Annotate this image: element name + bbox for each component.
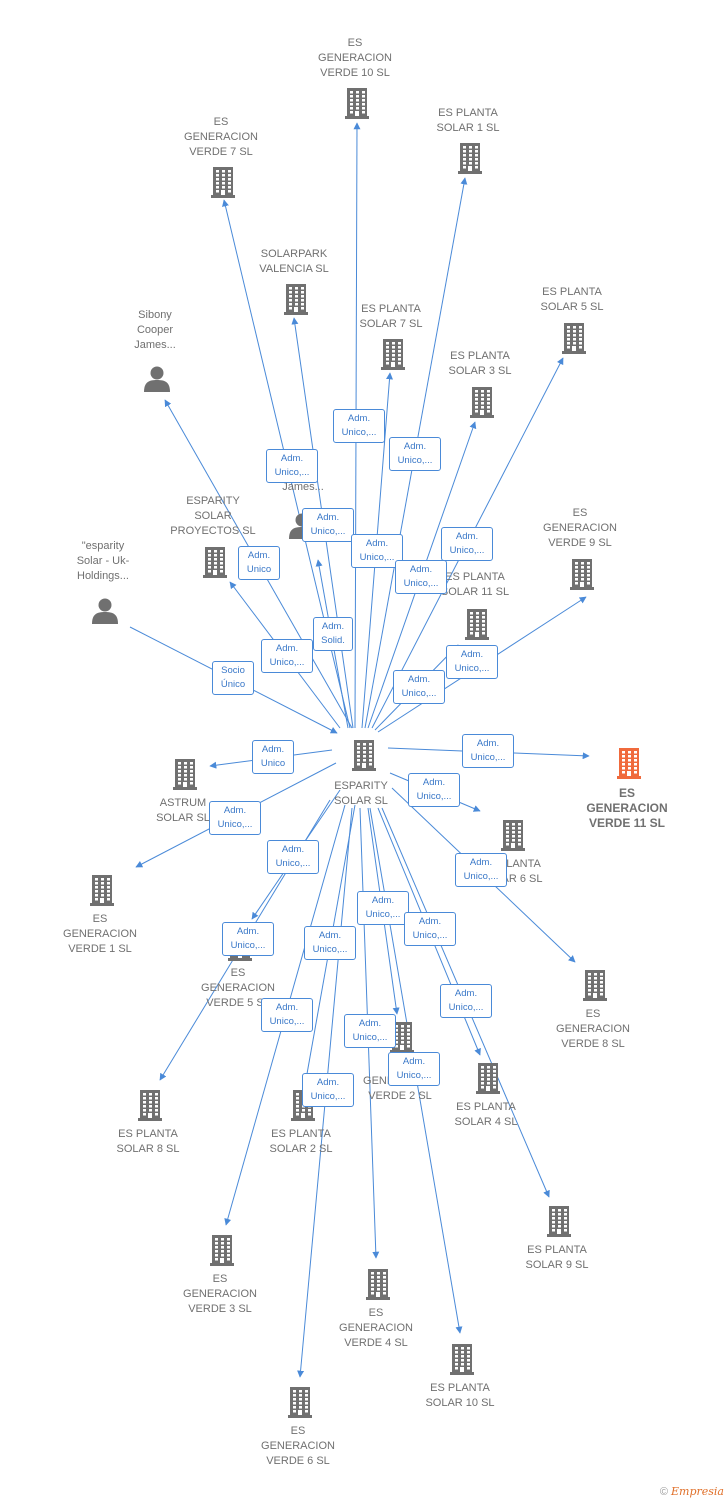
- node-label-spv[interactable]: SOLARPARK VALENCIA SL: [259, 248, 329, 275]
- node-label-ps11[interactable]: ES PLANTA SOLAR 11 SL: [440, 571, 510, 598]
- relation-label-n9[interactable]: Adm. Unico,...: [446, 645, 498, 679]
- relation-label-ps4[interactable]: Adm. Unico,...: [404, 912, 456, 946]
- person-icon[interactable]: [143, 364, 171, 397]
- node-label-ps8[interactable]: ES PLANTA SOLAR 8 SL: [116, 1128, 180, 1155]
- building-icon[interactable]: [89, 873, 115, 912]
- node-label-ps5[interactable]: ES PLANTA SOLAR 5 SL: [540, 286, 604, 313]
- relation-label-ps3[interactable]: Adm. Unico,...: [395, 560, 447, 594]
- relation-label-n8[interactable]: Adm. Unico,...: [455, 853, 507, 887]
- building-icon[interactable]: [469, 385, 495, 424]
- node-label-n1[interactable]: ES GENERACION VERDE 1 SL: [63, 913, 137, 955]
- brand-name: Empresia: [671, 1485, 724, 1498]
- relation-label-sib[interactable]: Adm. Unico,...: [261, 639, 313, 673]
- node-label-n8[interactable]: ES GENERACION VERDE 8 SL: [556, 1008, 630, 1050]
- node-label-ps9[interactable]: ES PLANTA SOLAR 9 SL: [525, 1244, 589, 1271]
- building-icon[interactable]: [389, 1020, 415, 1059]
- node-label-esp[interactable]: ESPARITY SOLAR PROYECTOS SL: [170, 495, 256, 537]
- relation-label-ast[interactable]: Adm. Unico: [252, 740, 294, 774]
- relation-label-ps9[interactable]: Adm. Unico,...: [440, 984, 492, 1018]
- relation-label-ps5[interactable]: Adm. Unico,...: [441, 527, 493, 561]
- node-label-ps3[interactable]: ES PLANTA SOLAR 3 SL: [448, 350, 512, 377]
- building-icon[interactable]: [475, 1061, 501, 1100]
- building-icon[interactable]: [351, 738, 377, 777]
- building-icon[interactable]: [380, 337, 406, 376]
- relation-label-n4[interactable]: Adm. Unico,...: [344, 1014, 396, 1048]
- building-icon[interactable]: [457, 141, 483, 180]
- relation-label-ps8[interactable]: Adm. Unico,...: [222, 922, 274, 956]
- building-icon[interactable]: [344, 86, 370, 125]
- relation-label-ps2[interactable]: Adm. Unico,...: [304, 926, 356, 960]
- building-icon[interactable]: [209, 1233, 235, 1272]
- node-label-ps1[interactable]: ES PLANTA SOLAR 1 SL: [436, 107, 500, 134]
- building-icon[interactable]: [365, 1267, 391, 1306]
- relation-label-n7[interactable]: Adm. Unico,...: [266, 449, 318, 483]
- relation-label-ps1[interactable]: Adm. Unico,...: [389, 437, 441, 471]
- relation-label-n1[interactable]: Adm. Unico,...: [209, 801, 261, 835]
- building-icon[interactable]: [464, 607, 490, 646]
- node-label-n10[interactable]: ES GENERACION VERDE 10 SL: [318, 37, 392, 79]
- building-icon[interactable]: [616, 746, 642, 785]
- node-label-n4[interactable]: ES GENERACION VERDE 4 SL: [339, 1307, 413, 1349]
- relation-label-n5[interactable]: Adm. Unico,...: [267, 840, 319, 874]
- footer-brand[interactable]: © Empresia: [660, 1485, 724, 1498]
- copyright-symbol: ©: [659, 1486, 671, 1498]
- relation-label-esp[interactable]: Adm. Unico: [238, 546, 280, 580]
- relation-label-n2[interactable]: Adm. Unico,...: [357, 891, 409, 925]
- node-label-ps2[interactable]: ES PLANTA SOLAR 2 SL: [269, 1128, 333, 1155]
- relation-label-spv[interactable]: Adm. Unico,...: [302, 508, 354, 542]
- relation-label-jam[interactable]: Adm. Solid.: [313, 617, 353, 651]
- node-label-center[interactable]: ESPARITY SOLAR SL: [334, 780, 388, 807]
- node-label-ps7[interactable]: ES PLANTA SOLAR 7 SL: [359, 303, 423, 330]
- building-icon[interactable]: [137, 1088, 163, 1127]
- node-label-ps4[interactable]: ES PLANTA SOLAR 4 SL: [454, 1101, 518, 1128]
- relation-label-n11[interactable]: Adm. Unico,...: [462, 734, 514, 768]
- building-icon[interactable]: [582, 968, 608, 1007]
- node-label-n11[interactable]: ES GENERACION VERDE 11 SL: [586, 786, 668, 830]
- relation-label-ps6[interactable]: Adm. Unico,...: [408, 773, 460, 807]
- relation-label-ps11[interactable]: Adm. Unico,...: [393, 670, 445, 704]
- node-label-ps10[interactable]: ES PLANTA SOLAR 10 SL: [425, 1382, 495, 1409]
- building-icon[interactable]: [202, 545, 228, 584]
- building-icon[interactable]: [172, 757, 198, 796]
- relation-label-n6[interactable]: Adm. Unico,...: [302, 1073, 354, 1107]
- node-label-n7[interactable]: ES GENERACION VERDE 7 SL: [184, 116, 258, 158]
- building-icon[interactable]: [561, 321, 587, 360]
- building-icon[interactable]: [569, 557, 595, 596]
- relation-label-uk[interactable]: Socio Único: [212, 661, 254, 695]
- building-icon[interactable]: [287, 1385, 313, 1424]
- node-label-jam[interactable]: James...: [282, 481, 324, 493]
- building-icon[interactable]: [283, 282, 309, 321]
- node-label-uk[interactable]: "esparity Solar - Uk- Holdings...: [76, 540, 130, 582]
- building-icon[interactable]: [449, 1342, 475, 1381]
- relation-label-ps10[interactable]: Adm. Unico,...: [388, 1052, 440, 1086]
- relation-label-ps7[interactable]: Adm. Unico,...: [351, 534, 403, 568]
- building-icon[interactable]: [546, 1204, 572, 1243]
- relation-label-n3[interactable]: Adm. Unico,...: [261, 998, 313, 1032]
- node-label-n3[interactable]: ES GENERACION VERDE 3 SL: [183, 1273, 257, 1315]
- relation-label-n10[interactable]: Adm. Unico,...: [333, 409, 385, 443]
- node-label-n9[interactable]: ES GENERACION VERDE 9 SL: [543, 507, 617, 549]
- node-label-n6[interactable]: ES GENERACION VERDE 6 SL: [261, 1425, 335, 1467]
- building-icon[interactable]: [500, 818, 526, 857]
- node-label-ast[interactable]: ASTRUM SOLAR SL: [156, 797, 210, 824]
- person-icon[interactable]: [91, 596, 119, 629]
- node-label-sib[interactable]: Sibony Cooper James...: [134, 309, 176, 351]
- building-icon[interactable]: [210, 165, 236, 204]
